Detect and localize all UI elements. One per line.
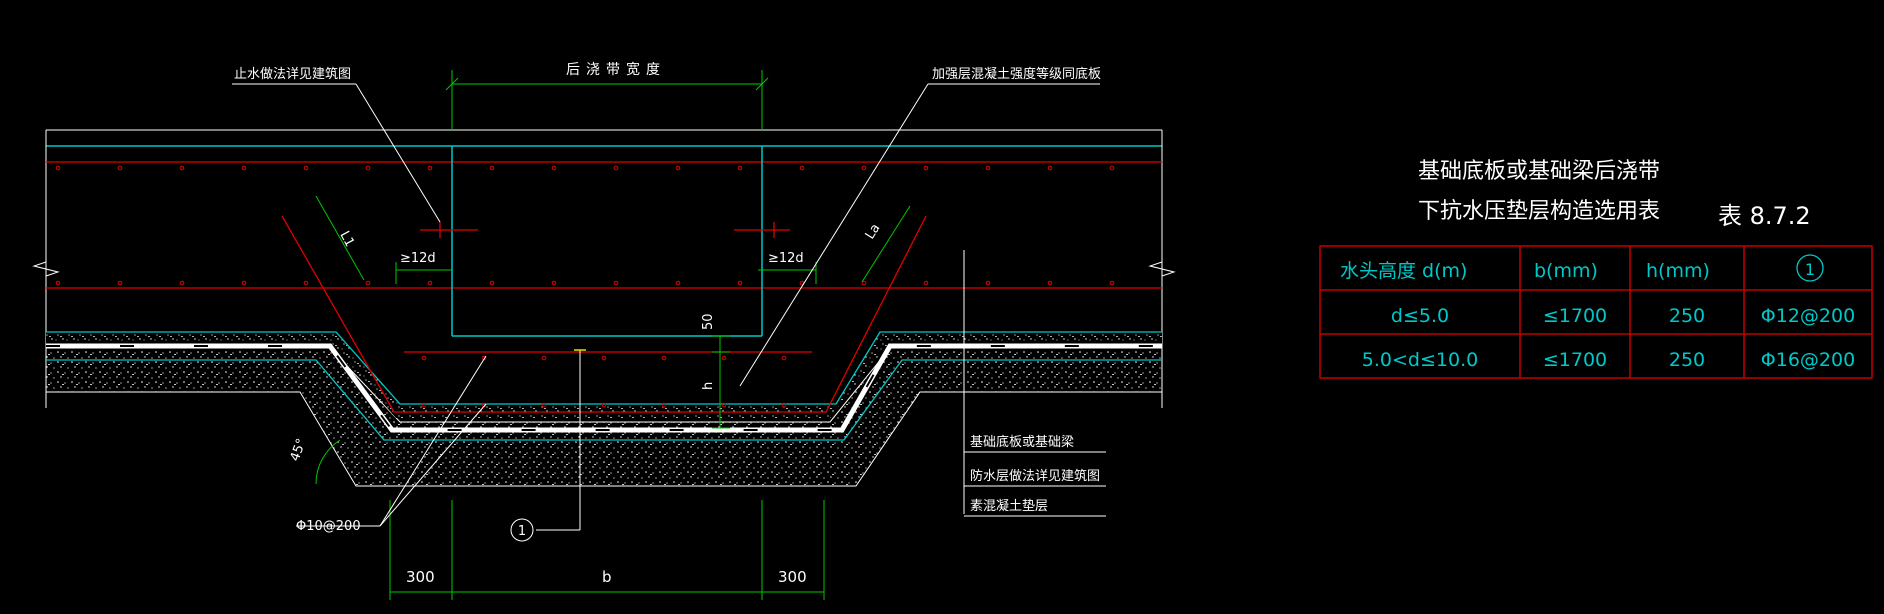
header-b: b(mm) (1534, 260, 1598, 282)
dim-50: 50 (701, 313, 716, 330)
dim-b: b (602, 568, 612, 586)
cell-r1-c4: Φ12@200 (1761, 305, 1855, 327)
dim-h: h (701, 382, 716, 390)
header-marker: 1 (1805, 260, 1815, 279)
legend-2: 防水层做法详见建筑图 (970, 468, 1100, 484)
dimensions (315, 70, 911, 600)
label-waterstop: 止水做法详见建筑图 (234, 66, 351, 82)
cell-r1-c1: d≤5.0 (1391, 305, 1449, 327)
top-dimension-label: 后浇带宽度 (566, 61, 666, 78)
table-number: 表 8.7.2 (1718, 202, 1811, 230)
cell-r2-c1: 5.0<d≤10.0 (1362, 349, 1478, 371)
cell-r2-c4: Φ16@200 (1761, 349, 1855, 371)
lap-right: ≥12d (768, 251, 804, 266)
marker-label: 1 (518, 524, 526, 539)
lap-left: ≥12d (400, 251, 436, 266)
anchor-left: L1 (336, 229, 357, 250)
header-circle (1796, 254, 1824, 282)
rebar-label: Φ10@200 (296, 519, 361, 534)
legend-3: 素混凝土垫层 (970, 498, 1048, 514)
marker-circle (510, 518, 534, 542)
cell-r1-c3: 250 (1669, 305, 1705, 327)
dim-300-left: 300 (406, 568, 435, 586)
header-h: h(mm) (1646, 260, 1710, 282)
selection-table: 基础底板或基础梁后浇带 下抗水压垫层构造选用表 表 8.7.2 水头高度 d(m… (1319, 159, 1873, 379)
legend-1: 基础底板或基础梁 (970, 434, 1074, 450)
cell-r1-c2: ≤1700 (1543, 305, 1607, 327)
label-reinforced: 加强层混凝土强度等级同底板 (932, 66, 1101, 82)
table-grid (1319, 245, 1873, 379)
leader-lines (232, 83, 1106, 531)
cell-r2-c2: ≤1700 (1543, 349, 1607, 371)
dim-300-right: 300 (778, 568, 807, 586)
cushion-layers (45, 215, 1163, 487)
anchor-right: La (863, 221, 884, 242)
table-title-line2: 下抗水压垫层构造选用表 (1418, 199, 1660, 224)
foundation-slab (32, 129, 1176, 408)
header-head: 水头高度 d(m) (1340, 260, 1467, 282)
cell-r2-c3: 250 (1669, 349, 1705, 371)
table-title-line1: 基础底板或基础梁后浇带 (1418, 159, 1660, 184)
angle-label: 45° (288, 437, 310, 464)
